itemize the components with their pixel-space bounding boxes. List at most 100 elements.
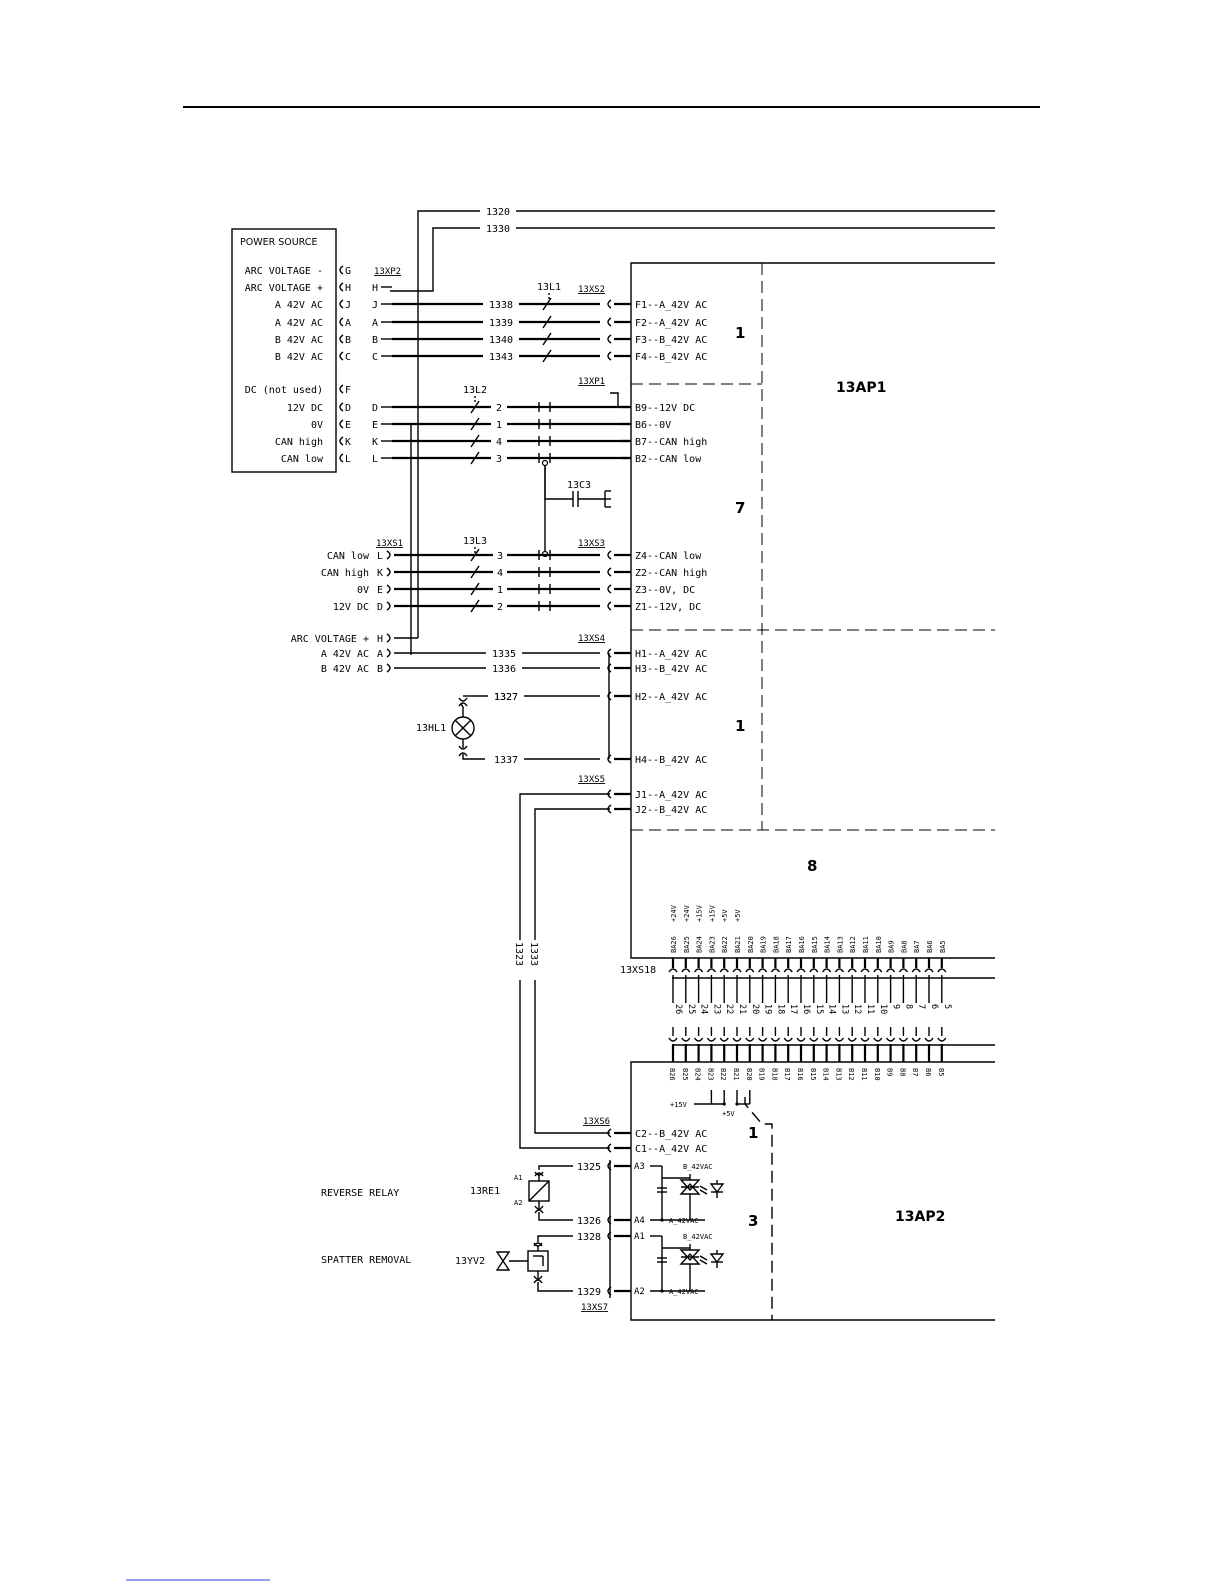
connector-13xp2-label: 13XP2 bbox=[374, 267, 401, 277]
power-source-pin-socket bbox=[339, 351, 344, 361]
connector-13xs5-socket bbox=[607, 789, 612, 799]
terminal-z: Z3--0V, DC bbox=[635, 585, 695, 596]
xs18-ba-pin-label: BA18 bbox=[772, 936, 780, 953]
connector-13xs1-pin: A bbox=[377, 649, 383, 660]
connector-13xs1-pin: D bbox=[377, 602, 383, 613]
filter-13l1-label: 13L1 bbox=[537, 282, 561, 293]
xs18-socket bbox=[911, 1037, 921, 1042]
relay-pin-label: A4 bbox=[634, 1216, 645, 1226]
xs18-b-pin-label: B12 bbox=[847, 1068, 855, 1081]
terminal-f3: F3--B_42V AC bbox=[635, 335, 707, 346]
xs18-b-pin-label: B21 bbox=[732, 1068, 740, 1081]
connector-13xs3-socket bbox=[607, 584, 612, 594]
connector-13xs4-label: 13XS4 bbox=[578, 634, 605, 644]
xs18-socket bbox=[770, 1037, 780, 1042]
connector-13xs1-label-row: CAN high bbox=[321, 568, 369, 579]
filter-mark bbox=[470, 548, 480, 562]
xs18-number: 6 bbox=[929, 1004, 939, 1009]
connector-13xs7-label: 13XS7 bbox=[581, 1303, 608, 1313]
connector-13xs2-label: 13XS2 bbox=[578, 285, 605, 295]
relay-pin-label: A2 bbox=[634, 1287, 645, 1297]
filter-13l3-pin: 4 bbox=[497, 568, 503, 579]
xs18-number: 22 bbox=[724, 1004, 734, 1014]
xs18-b-pin-label: B19 bbox=[758, 1068, 766, 1081]
wire-1330-label: 1330 bbox=[486, 224, 510, 235]
relay-pin-label: A3 bbox=[634, 1162, 645, 1172]
terminal-b: B2--CAN low bbox=[635, 454, 702, 465]
connector-13xs5-label: 13XS5 bbox=[578, 775, 605, 785]
xs18-socket bbox=[886, 1037, 896, 1042]
connector-13xs1-socket bbox=[386, 663, 391, 673]
wire-1326-label: 1326 bbox=[577, 1216, 601, 1227]
xs18-number: 21 bbox=[737, 1004, 747, 1014]
junction-dot bbox=[722, 1102, 726, 1106]
connector-13xp2-pin: A bbox=[372, 318, 378, 329]
xs18-ba-pin-label: BA13 bbox=[836, 936, 844, 953]
opto-arrow bbox=[699, 1259, 708, 1265]
xs18-socket bbox=[796, 1037, 806, 1042]
xs18-number: 20 bbox=[750, 1004, 760, 1014]
connector-13xp2-pin: E bbox=[372, 420, 378, 431]
connector-13xs3-socket bbox=[607, 567, 612, 577]
label-gap bbox=[783, 1003, 794, 1027]
terminal-b: B6--0V bbox=[635, 420, 671, 431]
section-1c-label: 1 bbox=[748, 1124, 758, 1142]
connector-13xs1-pin: H bbox=[377, 634, 383, 645]
connector-13xp2-pin: C bbox=[372, 352, 378, 363]
wire-1338-label: 1338 bbox=[489, 300, 513, 311]
label-gap bbox=[483, 333, 519, 345]
filter-mark bbox=[470, 565, 480, 579]
xs18-socket bbox=[834, 968, 844, 973]
connector-13xs1-socket bbox=[386, 584, 391, 594]
xs18-ba-pin-label: BA7 bbox=[913, 940, 921, 953]
xs18-socket bbox=[886, 968, 896, 973]
connector-relay-socket bbox=[607, 1231, 612, 1241]
connector-13xs6-socket bbox=[607, 1143, 612, 1153]
xs18-socket bbox=[719, 1037, 729, 1042]
opto-arrow bbox=[699, 1189, 708, 1195]
xs18-socket bbox=[796, 968, 806, 973]
connector-13xs2-group: 13L1 13XS2 bbox=[537, 282, 605, 300]
power-source-row-label: 12V DC bbox=[287, 403, 323, 414]
junction-dot bbox=[735, 1102, 739, 1106]
xs18-ba-pin-label: BA26 bbox=[670, 936, 678, 953]
xs18-number: 25 bbox=[686, 1004, 696, 1014]
xs18-b-pin-label: B22 bbox=[719, 1068, 727, 1081]
xs18-b-pin-label: B7 bbox=[911, 1068, 919, 1076]
board-13ap2-label: 13AP2 bbox=[895, 1209, 945, 1225]
connector-13xp1-label: 13XP1 bbox=[578, 377, 605, 387]
xs18-socket bbox=[911, 968, 921, 973]
power-source-pin-socket bbox=[339, 402, 344, 412]
power-source-title: POWER SOURCE bbox=[240, 237, 317, 248]
label-gap bbox=[483, 298, 519, 310]
xs18-socket bbox=[924, 1037, 934, 1042]
connector-13xs1-label-row: B 42V AC bbox=[321, 664, 369, 675]
terminal-z: Z2--CAN high bbox=[635, 568, 707, 579]
xs18-number: 8 bbox=[903, 1004, 913, 1009]
relay-pin-label: A1 bbox=[634, 1232, 645, 1242]
xs18-number: 5 bbox=[942, 1004, 952, 1009]
power-source-row-label: ARC VOLTAGE + bbox=[245, 283, 323, 294]
xs18-b-pin-label: B15 bbox=[809, 1068, 817, 1081]
xs18-ba-pin-label: BA14 bbox=[824, 936, 832, 953]
connector-13xs4-socket bbox=[607, 648, 612, 658]
xs18-voltage-label: +15V bbox=[696, 904, 704, 922]
xs18-b-pin-label: B17 bbox=[783, 1068, 791, 1081]
label-gap bbox=[493, 549, 507, 561]
power-source-pin-socket bbox=[339, 317, 344, 327]
plus-5v-label: +5V bbox=[722, 1110, 735, 1118]
xs18-socket bbox=[822, 1037, 832, 1042]
terminal-f1: F1--A_42V AC bbox=[635, 300, 707, 311]
xs18-socket bbox=[668, 968, 678, 973]
power-source-row-label: DC (not used) bbox=[245, 385, 323, 396]
label-gap bbox=[483, 316, 519, 328]
xs18-b-pin-label: B11 bbox=[860, 1068, 868, 1081]
xs18-voltage-label: +24V bbox=[670, 904, 678, 922]
reverse-relay-label: REVERSE RELAY bbox=[321, 1188, 399, 1199]
power-source-row-label: CAN high bbox=[275, 437, 323, 448]
relay-a1-label: A1 bbox=[514, 1174, 522, 1182]
relay-a2-label: A2 bbox=[514, 1199, 522, 1207]
section-3-label: 3 bbox=[748, 1212, 758, 1230]
